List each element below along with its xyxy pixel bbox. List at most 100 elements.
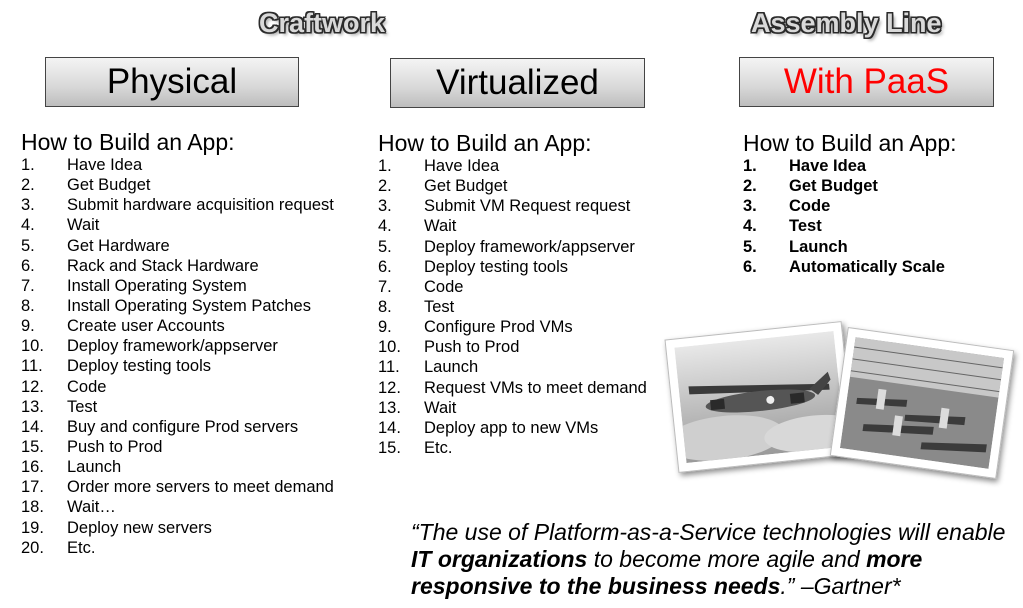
step-text: Wait… bbox=[67, 498, 116, 517]
step-text: Test bbox=[67, 397, 98, 416]
step-item: 19.Deploy new servers bbox=[21, 518, 334, 538]
step-number: 5. bbox=[21, 236, 35, 255]
step-text: Automatically Scale bbox=[789, 257, 945, 276]
step-text: Get Budget bbox=[424, 177, 508, 196]
bomber-photo bbox=[664, 321, 864, 473]
step-number: 13. bbox=[378, 398, 401, 417]
step-item: 6.Deploy testing tools bbox=[378, 257, 647, 277]
quote-bold-it-orgs: IT organizations bbox=[411, 546, 588, 572]
paas-box: With PaaS bbox=[739, 57, 994, 107]
step-number: 7. bbox=[378, 277, 392, 296]
step-text: Wait bbox=[424, 398, 457, 417]
step-text: Submit VM Request request bbox=[424, 197, 631, 216]
step-number: 5. bbox=[378, 237, 392, 256]
physical-list-title: How to Build an App: bbox=[21, 129, 235, 155]
step-text: Launch bbox=[67, 458, 122, 477]
step-item: 9. Configure Prod VMs bbox=[378, 317, 647, 337]
step-text: Have Idea bbox=[67, 156, 143, 174]
paas-list-title: How to Build an App: bbox=[743, 130, 957, 156]
step-text: Submit hardware acquisition request bbox=[67, 196, 334, 215]
step-item: 11.Launch bbox=[378, 357, 647, 377]
craftwork-header: Craftwork bbox=[259, 8, 386, 38]
step-number: 6. bbox=[378, 257, 392, 276]
step-text: Install Operating System Patches bbox=[67, 296, 311, 315]
step-text: Deploy framework/appserver bbox=[67, 337, 278, 356]
gartner-quote: “The use of Platform-as-a-Service techno… bbox=[411, 519, 1021, 600]
step-item: 8. Install Operating System Patches bbox=[21, 296, 334, 316]
step-text: Configure Prod VMs bbox=[424, 318, 573, 337]
step-item: 12.Request VMs to meet demand bbox=[378, 378, 647, 398]
step-item: 10. Push to Prod bbox=[378, 337, 647, 357]
step-text: Wait bbox=[67, 216, 100, 235]
step-number: 1. bbox=[21, 156, 35, 174]
step-item: 9.Create user Accounts bbox=[21, 316, 334, 336]
step-item: 13. Wait bbox=[378, 398, 647, 418]
step-item: 3. Submit hardware acquisition request bbox=[21, 195, 334, 215]
physical-box-label: Physical bbox=[106, 62, 238, 101]
step-item: 3. Submit VM Request request bbox=[378, 196, 647, 216]
step-number: 4. bbox=[743, 217, 757, 236]
step-item: 11.Deploy testing tools bbox=[21, 356, 334, 376]
step-number: 15. bbox=[21, 437, 44, 456]
step-number: 2. bbox=[21, 176, 35, 195]
quote-bold-responsive: more responsive to the business needs bbox=[411, 546, 923, 599]
step-text: Push to Prod bbox=[67, 437, 163, 456]
bomber-image bbox=[664, 330, 864, 464]
step-text: Launch bbox=[424, 358, 479, 377]
step-item: 1. Have Idea bbox=[21, 155, 334, 175]
step-number: 14. bbox=[378, 418, 401, 437]
step-item: 20. Etc. bbox=[21, 538, 334, 558]
step-text: Code bbox=[789, 197, 831, 216]
step-number: 8. bbox=[21, 296, 35, 315]
step-text: Wait bbox=[424, 217, 457, 236]
step-item: 1.Have Idea bbox=[743, 156, 957, 176]
step-text: Rack and Stack Hardware bbox=[67, 256, 259, 275]
step-item: 4. Wait bbox=[378, 216, 647, 236]
step-number: 13. bbox=[21, 397, 44, 416]
step-number: 6. bbox=[743, 257, 757, 276]
step-text: Code bbox=[67, 377, 107, 396]
step-number: 8. bbox=[378, 297, 392, 316]
step-text: Request VMs to meet demand bbox=[424, 378, 647, 397]
assembly-photo bbox=[829, 326, 1015, 480]
step-text: Buy and configure Prod servers bbox=[67, 417, 299, 436]
step-number: 4. bbox=[378, 217, 392, 236]
quote-open: “The use of Platform-as-a-Service techno… bbox=[411, 519, 1006, 545]
step-text: Push to Prod bbox=[424, 338, 520, 357]
quote-close: .” –Gartner* bbox=[780, 573, 901, 599]
step-number: 10. bbox=[21, 337, 44, 356]
step-number: 3. bbox=[743, 197, 757, 216]
step-item: 7.Install Operating System bbox=[21, 276, 334, 296]
step-item: 16.Launch bbox=[21, 457, 334, 477]
step-item: 12. Code bbox=[21, 377, 334, 397]
step-item: 5. Launch bbox=[743, 237, 957, 257]
virtualized-box-label: Virtualized bbox=[436, 63, 599, 102]
step-text: Have Idea bbox=[789, 157, 867, 175]
step-number: 3. bbox=[378, 197, 392, 216]
step-text: Get Budget bbox=[789, 177, 878, 196]
step-number: 20. bbox=[21, 538, 44, 557]
step-text: Launch bbox=[789, 237, 848, 256]
step-text: Etc. bbox=[67, 538, 96, 557]
step-number: 12. bbox=[21, 377, 44, 396]
step-item: 14. Buy and configure Prod servers bbox=[21, 417, 334, 437]
step-item: 2.Get Budget bbox=[743, 176, 957, 196]
step-number: 5. bbox=[743, 237, 757, 256]
step-item: 6. Automatically Scale bbox=[743, 257, 957, 277]
step-number: 3. bbox=[21, 196, 35, 215]
step-number: 15. bbox=[378, 438, 401, 457]
step-text: Deploy app to new VMs bbox=[424, 418, 599, 437]
step-number: 11. bbox=[21, 357, 43, 376]
step-number: 9. bbox=[21, 317, 35, 336]
step-text: Test bbox=[424, 297, 455, 316]
step-number: 10. bbox=[378, 338, 401, 357]
step-item: 8. Test bbox=[378, 297, 647, 317]
step-text: Order more servers to meet demand bbox=[67, 478, 334, 497]
step-item: 6.Rack and Stack Hardware bbox=[21, 256, 334, 276]
step-number: 9. bbox=[378, 318, 392, 337]
step-number: 14. bbox=[21, 417, 44, 436]
step-text: Get Hardware bbox=[67, 236, 170, 255]
virtualized-list-title: How to Build an App: bbox=[378, 130, 592, 156]
